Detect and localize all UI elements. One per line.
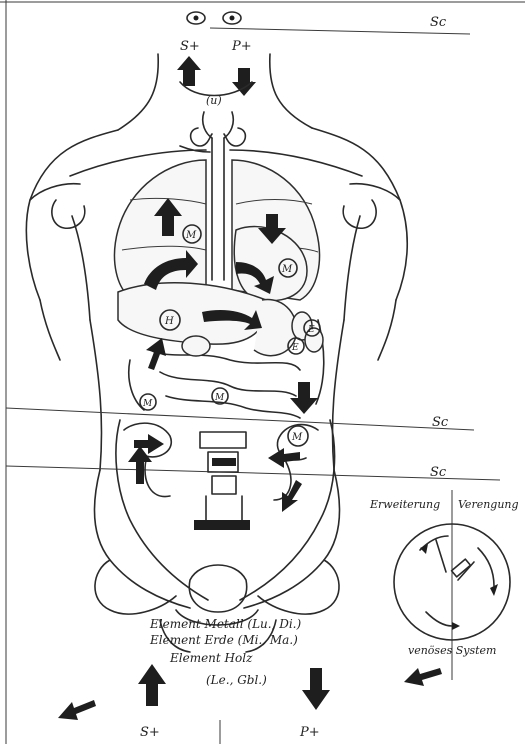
- marker-m3: M: [214, 393, 225, 403]
- arrow-right-down-icon: [282, 480, 302, 512]
- element-earth-label: Element Erde (Mi., Ma.): [149, 633, 298, 647]
- element-wood-label: Element Holz: [169, 651, 253, 665]
- element-labels: Element Metall (Lu., Di.) Element Erde (…: [149, 617, 301, 687]
- top-p-plus-label: P+: [231, 39, 252, 54]
- marker-m5: M: [291, 432, 303, 443]
- circle-right-label: Verengung: [458, 498, 519, 511]
- marker-m4: M: [142, 399, 153, 409]
- circle-out-arrow-icon: [404, 668, 442, 686]
- top-points: S+ P+: [180, 12, 252, 54]
- marker-h: H: [164, 316, 174, 327]
- marker-m1: M: [185, 230, 197, 241]
- bottom-up-arrow-icon: [138, 664, 166, 706]
- marker-e2: E: [291, 343, 299, 353]
- element-wood-sub-label: (Le., Gbl.): [206, 673, 267, 687]
- venous-circle-diagram: Erweiterung Verengung venöses System: [369, 490, 519, 680]
- top-line: Sc: [210, 15, 470, 34]
- marker-m2: M: [281, 264, 293, 275]
- top-line-label: Sc: [430, 15, 447, 30]
- lower-line: Sc: [6, 465, 500, 480]
- arrow-up-left-icon: [146, 338, 166, 370]
- middle-line-label: Sc: [432, 415, 449, 430]
- element-metal-label: Element Metall (Lu., Di.): [149, 617, 301, 631]
- bottom-left-arrow-icon: [58, 700, 96, 720]
- arrow-center-down-icon: [194, 520, 250, 530]
- throat-label: (u): [206, 94, 222, 107]
- bottom-down-arrow-icon: [302, 668, 330, 710]
- bottom-p-plus-label: P+: [299, 725, 320, 740]
- marker-e1: E: [307, 325, 315, 335]
- circle-left-label: Erweiterung: [369, 498, 440, 511]
- circle-bottom-label: venöses System: [408, 644, 496, 657]
- bottom-s-plus-label: S+: [140, 725, 160, 740]
- top-s-plus-label: S+: [180, 39, 200, 54]
- lower-line-label: Sc: [430, 465, 447, 480]
- middle-line: Sc: [6, 408, 474, 430]
- arrow-down-right-icon: [290, 382, 318, 414]
- arrow-right-kidney-icon: [268, 448, 300, 468]
